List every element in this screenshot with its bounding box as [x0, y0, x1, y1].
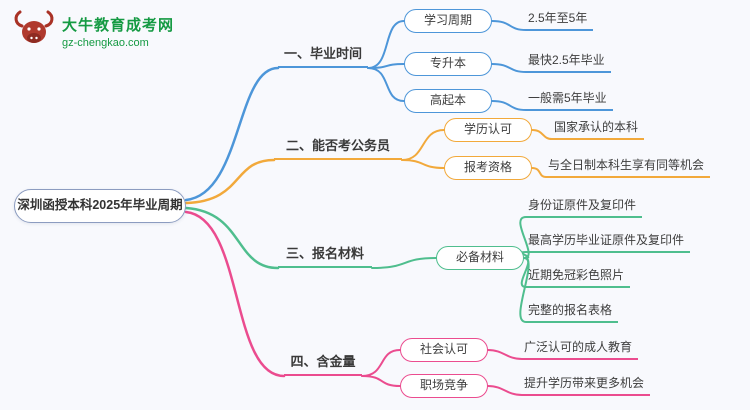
branch-4-leaf-0[interactable]: 广泛认可的成人教育 [522, 340, 639, 360]
branch-4-sub-1[interactable]: 职场竞争 [400, 374, 488, 398]
site-logo[interactable]: 大牛教育成考网 gz-chengkao.com [12, 8, 174, 55]
root-node[interactable]: 深圳函授本科2025年毕业周期 [14, 189, 186, 223]
branch-3-topic[interactable]: 三、报名材料 [278, 246, 372, 268]
branch-4-topic[interactable]: 四、含金量 [284, 354, 362, 376]
branch-2-sub-0[interactable]: 学历认可 [444, 118, 532, 142]
branch-1-sub-1[interactable]: 专升本 [404, 52, 492, 76]
branch-1-leaf-0[interactable]: 2.5年至5年 [526, 11, 594, 31]
branch-2-leaf-0[interactable]: 国家承认的本科 [552, 120, 645, 140]
site-url: gz-chengkao.com [62, 37, 149, 49]
branch-1-sub-2[interactable]: 高起本 [404, 89, 492, 113]
branch-2-sub-1[interactable]: 报考资格 [444, 156, 532, 180]
branch-1-sub-0[interactable]: 学习周期 [404, 9, 492, 33]
branch-2-topic[interactable]: 二、能否考公务员 [274, 138, 402, 160]
branch-3-leaf-2[interactable]: 近期免冠彩色照片 [526, 268, 631, 288]
branch-3-leaf-0[interactable]: 身份证原件及复印件 [526, 198, 643, 218]
branch-2-leaf-1[interactable]: 与全日制本科生享有同等机会 [546, 158, 711, 178]
branch-1-leaf-2[interactable]: 一般需5年毕业 [526, 91, 613, 111]
branch-3-sub-0[interactable]: 必备材料 [436, 246, 524, 270]
branch-4-leaf-1[interactable]: 提升学历带来更多机会 [522, 376, 651, 396]
branch-1-leaf-1[interactable]: 最快2.5年毕业 [526, 53, 611, 73]
branch-4-sub-0[interactable]: 社会认可 [400, 338, 488, 362]
bull-logo-icon [12, 8, 56, 55]
branch-3-leaf-3[interactable]: 完整的报名表格 [526, 303, 619, 323]
branch-1-topic[interactable]: 一、毕业时间 [278, 46, 368, 68]
site-name: 大牛教育成考网 [62, 17, 175, 34]
branch-3-leaf-1[interactable]: 最高学历毕业证原件及复印件 [526, 233, 691, 253]
